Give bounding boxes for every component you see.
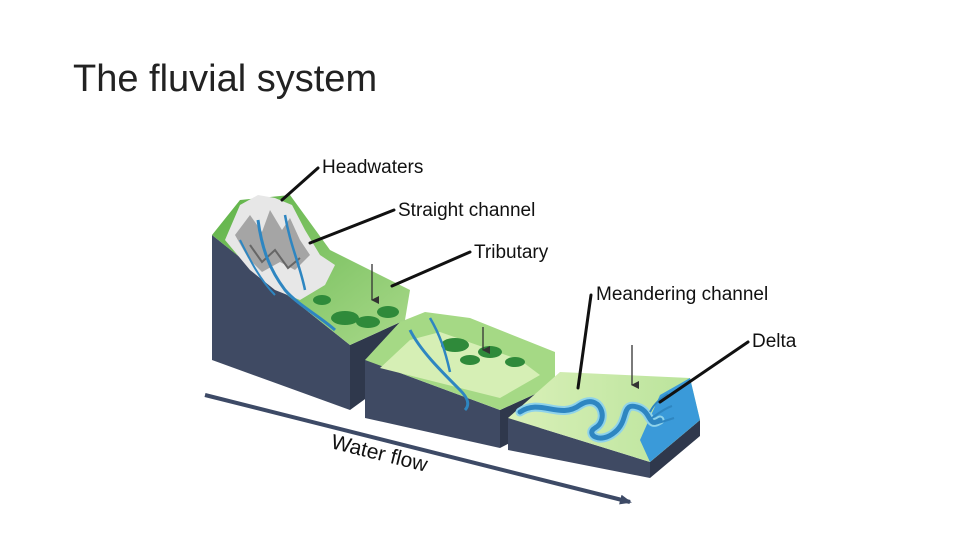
floodplain-block-front xyxy=(508,418,650,478)
floodplain-block xyxy=(508,345,700,478)
forest-patch-1 xyxy=(313,295,399,328)
label-delta: Delta xyxy=(752,331,797,352)
delta-channels xyxy=(649,393,675,425)
headwater-stream-main xyxy=(256,219,336,332)
leader-meandering-channel xyxy=(576,293,593,390)
leader-straight-channel xyxy=(308,208,396,245)
label-tributary: Tributary xyxy=(474,242,549,263)
headwater-stream-branch-1 xyxy=(283,214,307,291)
rock-outcrops xyxy=(235,210,310,272)
leader-headwaters xyxy=(280,166,320,202)
leader-delta xyxy=(658,340,750,404)
leader-tributary xyxy=(390,250,472,288)
leader-lines xyxy=(280,166,750,404)
ridge-line xyxy=(249,244,301,270)
label-headwaters: Headwaters xyxy=(322,157,424,178)
tributary-block-front xyxy=(365,360,500,448)
mountain-block-front xyxy=(212,235,350,410)
label-straight-channel: Straight channel xyxy=(398,200,536,221)
forest-patch-2 xyxy=(441,338,525,367)
floodplain-block-side xyxy=(650,420,700,478)
meandering-river xyxy=(517,399,663,441)
tributary-stream xyxy=(428,317,452,373)
headwater-stream-branch-2 xyxy=(239,239,276,296)
water-flow-arrow xyxy=(204,393,632,505)
slide-title: The fluvial system xyxy=(73,58,378,100)
straight-channel-stream xyxy=(408,329,470,412)
label-meandering-channel: Meandering channel xyxy=(596,284,769,305)
